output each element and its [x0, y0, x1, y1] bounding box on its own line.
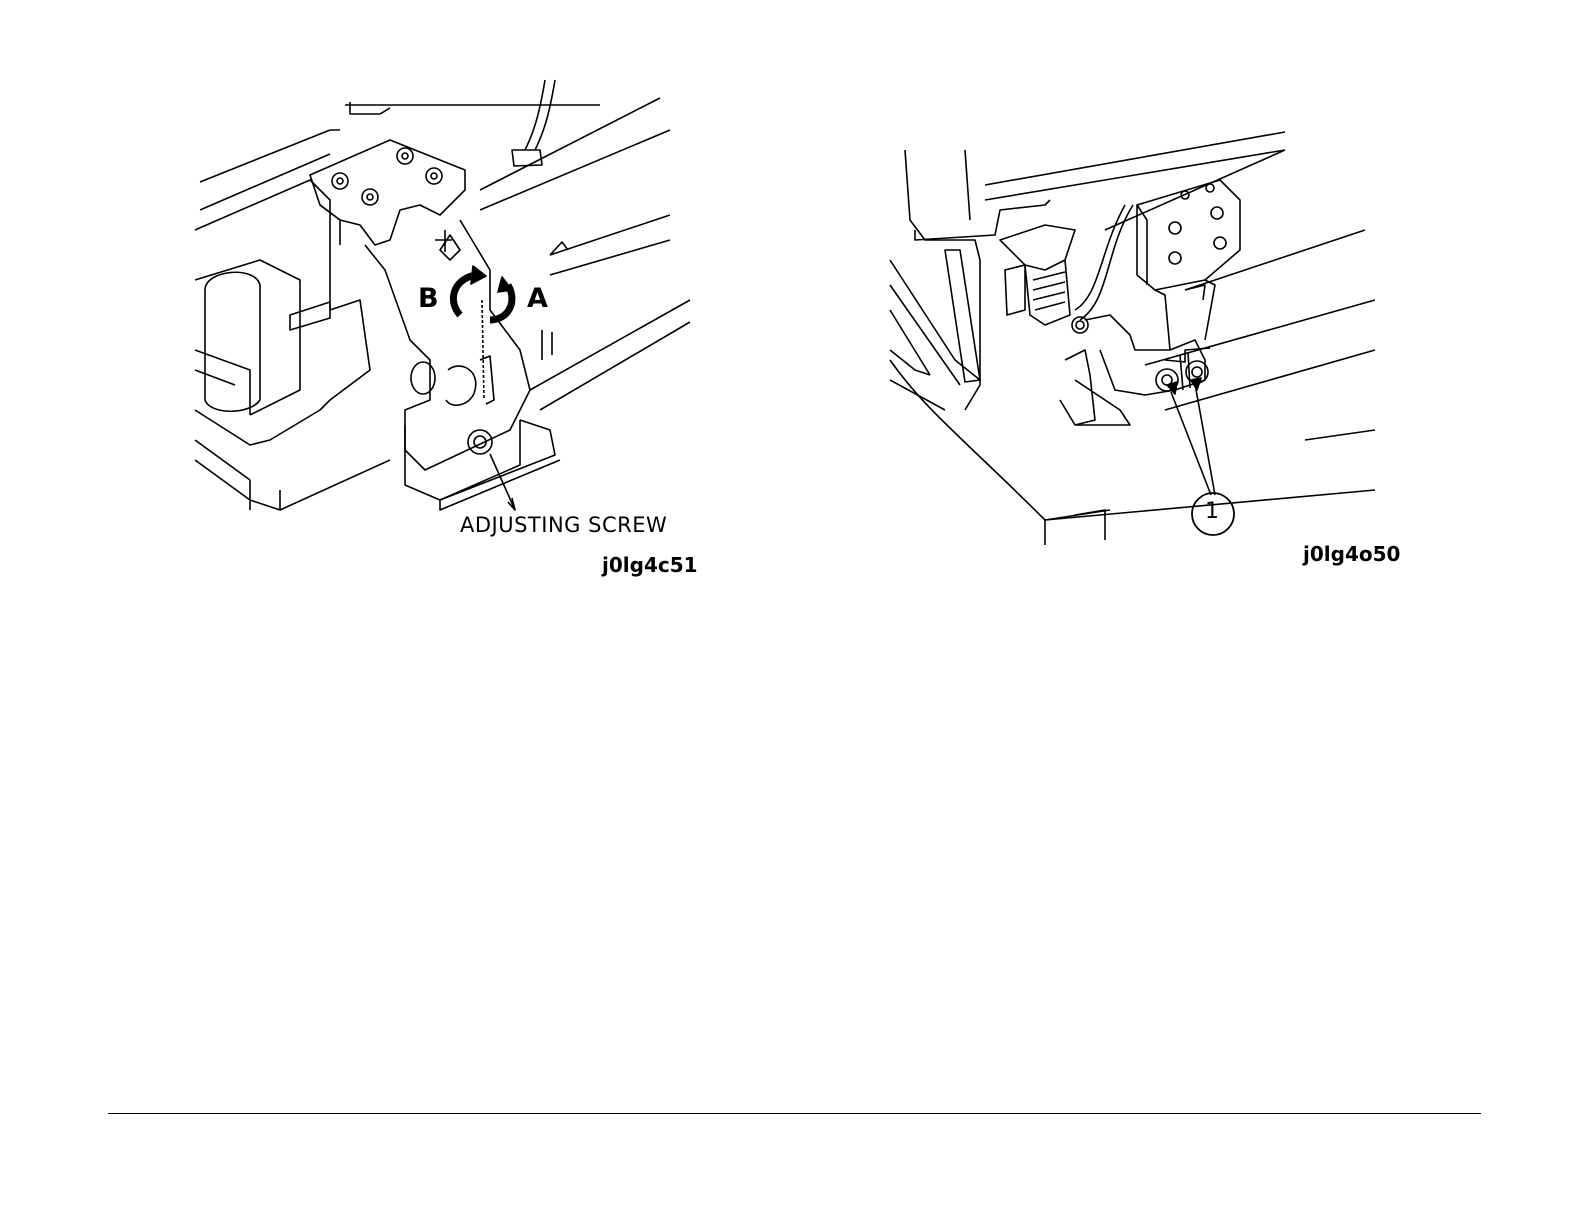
figure-code-right: j0lg4o50 — [1303, 542, 1400, 566]
figure-adjusting-screw: B A ADJUSTING SCREW j0lg4c51 — [190, 70, 710, 600]
direction-label-b: B — [418, 283, 439, 314]
callout-number-1: 1 — [1205, 499, 1219, 524]
figure-code-left: j0lg4c51 — [602, 553, 698, 577]
page-footer-rule — [108, 1113, 1481, 1114]
callout-adjusting-screw: ADJUSTING SCREW — [460, 513, 667, 537]
figure-bracket-screws: 1 j0lg4o50 — [885, 110, 1405, 590]
bracket-screws-illustration — [885, 110, 1405, 590]
direction-label-a: A — [527, 283, 548, 314]
